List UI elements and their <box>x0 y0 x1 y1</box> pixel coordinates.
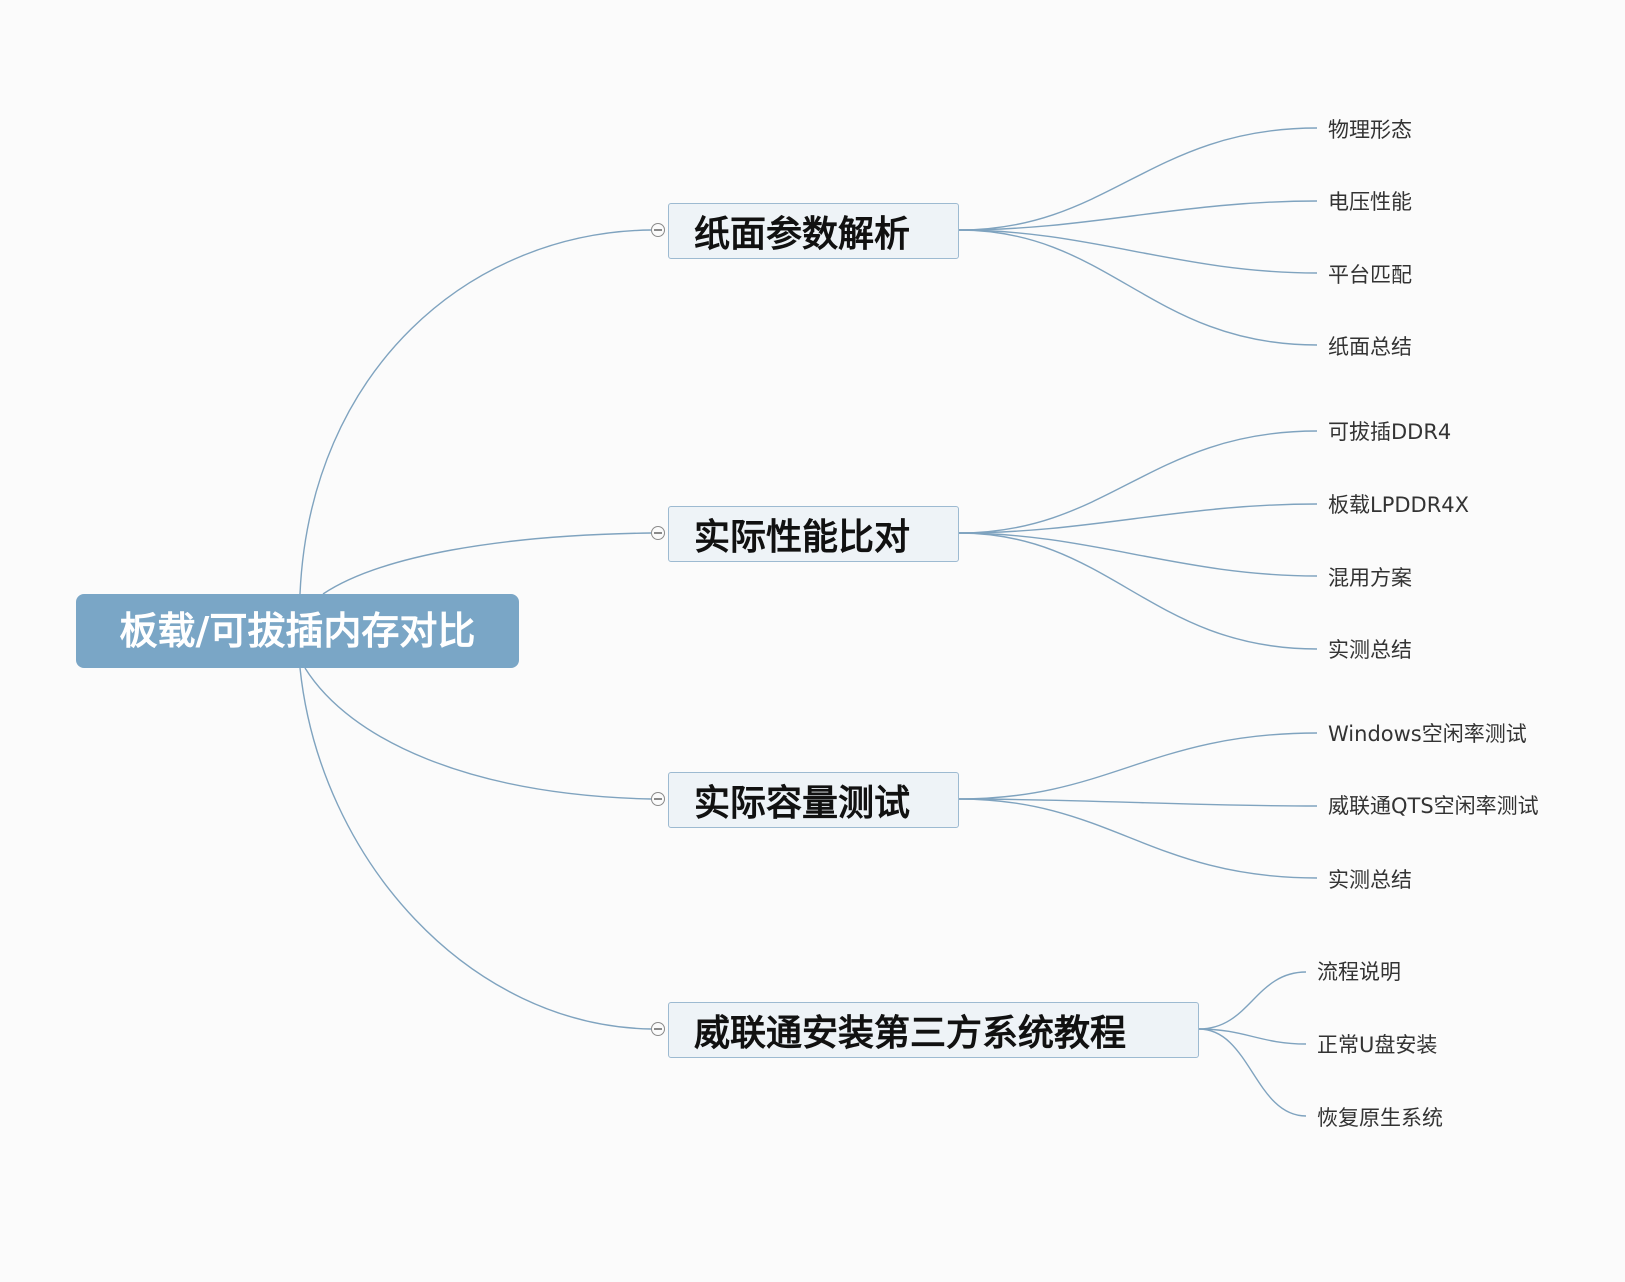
root-to-branch-3-connector <box>304 667 652 800</box>
branch-topic-label: 实际性能比对 <box>694 517 911 558</box>
branch-4-to-leaf-3-connector <box>1198 1028 1307 1117</box>
leaf-topic[interactable]: 威联通QTS空闲率测试 <box>1328 794 1539 818</box>
branch-1-to-leaf-3-connector <box>958 229 1318 274</box>
root-to-branch-1-connector <box>299 229 652 595</box>
branch-2-to-leaf-3-connector <box>958 532 1318 577</box>
collapse-toggle-icon[interactable] <box>651 792 665 806</box>
leaf-topic[interactable]: 实测总结 <box>1328 638 1412 662</box>
branch-4-to-leaf-1-connector <box>1198 971 1307 1030</box>
branch-3-to-leaf-1-connector <box>958 732 1318 800</box>
branch-1-to-leaf-4-connector <box>958 229 1318 346</box>
leaf-topic[interactable]: 混用方案 <box>1328 566 1412 590</box>
collapse-toggle-icon[interactable] <box>651 1022 665 1036</box>
leaf-topic[interactable]: 实测总结 <box>1328 868 1412 892</box>
root-topic[interactable]: 板载/可拔插内存对比 <box>76 594 519 668</box>
branch-3-to-leaf-2-connector <box>958 798 1318 807</box>
branch-topic-label: 实际容量测试 <box>694 783 911 824</box>
branch-topic-4[interactable]: 威联通安装第三方系统教程 <box>668 1002 1199 1058</box>
branch-topic-1[interactable]: 纸面参数解析 <box>668 203 959 259</box>
collapse-toggle-icon[interactable] <box>651 223 665 237</box>
branch-topic-2[interactable]: 实际性能比对 <box>668 506 959 562</box>
leaf-topic[interactable]: 纸面总结 <box>1328 335 1412 359</box>
branch-1-to-leaf-1-connector <box>958 127 1318 231</box>
branch-4-to-leaf-2-connector <box>1198 1028 1307 1045</box>
root-to-branch-4-connector <box>299 667 652 1030</box>
branch-1-to-leaf-2-connector <box>958 200 1318 231</box>
branch-2-to-leaf-2-connector <box>958 503 1318 534</box>
leaf-topic[interactable]: 流程说明 <box>1317 960 1401 984</box>
leaf-topic[interactable]: 可拔插DDR4 <box>1328 420 1452 444</box>
branch-topic-label: 纸面参数解析 <box>694 214 911 255</box>
branch-2-to-leaf-1-connector <box>958 430 1318 534</box>
leaf-topic[interactable]: 板载LPDDR4X <box>1328 493 1470 517</box>
leaf-topic[interactable]: 正常U盘安装 <box>1317 1033 1438 1057</box>
collapse-toggle-icon[interactable] <box>651 526 665 540</box>
leaf-topic[interactable]: 电压性能 <box>1328 190 1412 214</box>
leaf-topic[interactable]: Windows空闲率测试 <box>1328 722 1527 746</box>
root-topic-label: 板载/可拔插内存对比 <box>119 609 476 653</box>
leaf-topic[interactable]: 物理形态 <box>1328 118 1412 142</box>
branch-topic-label: 威联通安装第三方系统教程 <box>694 1013 1127 1054</box>
root-to-branch-2-connector <box>322 532 652 595</box>
branch-topic-3[interactable]: 实际容量测试 <box>668 772 959 828</box>
branch-3-to-leaf-3-connector <box>958 798 1318 879</box>
leaf-topic[interactable]: 恢复原生系统 <box>1317 1106 1443 1130</box>
leaf-topic[interactable]: 平台匹配 <box>1328 263 1412 287</box>
branch-2-to-leaf-4-connector <box>958 532 1318 650</box>
